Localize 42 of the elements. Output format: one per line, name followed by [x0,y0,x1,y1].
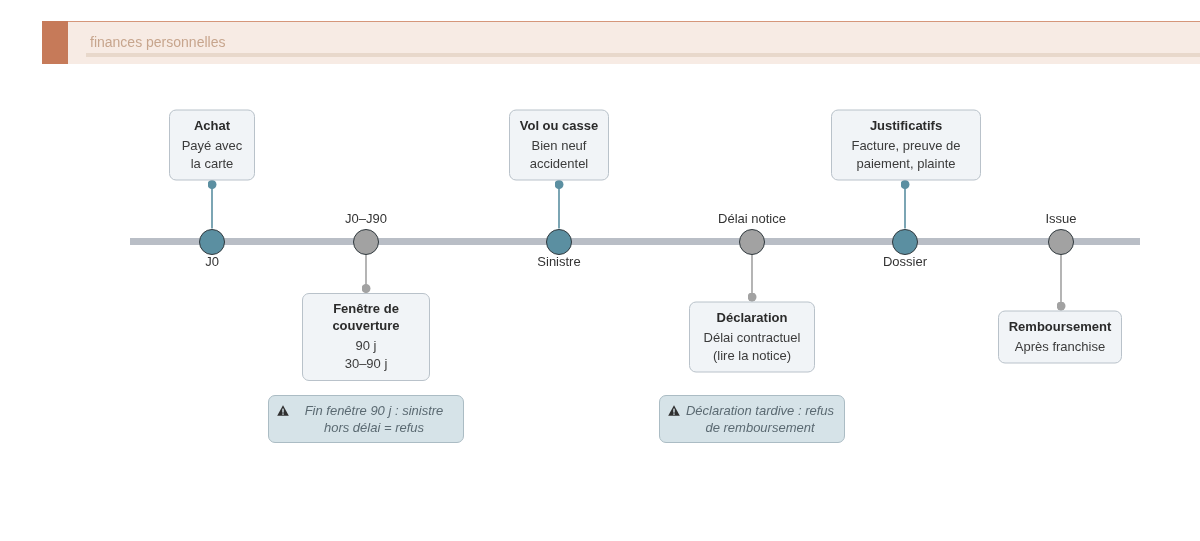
card-text: 90 j [355,337,377,355]
card-title: Achat [193,116,231,133]
event-card [509,109,609,180]
milestone-label: Dossier [882,253,928,269]
milestone-circle [353,228,379,255]
warning-note [268,394,464,443]
event-card [302,293,430,381]
card-text: Facture, preuve de paiement, plainte [850,136,962,172]
milestone-circle [739,228,765,255]
card-text: Payé avec la carte [180,136,244,172]
milestone-circle [546,228,572,255]
card-title: Fenêtre de couverture [331,300,401,334]
card-title: Remboursement [1008,317,1112,335]
milestone-label: Sinistre [537,253,581,269]
milestone-circle [892,228,918,255]
card-title: Justificatifs [869,116,943,133]
card-title: Déclaration [716,308,788,326]
card-text: Bien neuf accidentel [528,136,590,172]
tagline: finances personnelles [90,34,226,50]
card-text: 30–90 j [344,355,388,373]
connector-line [207,179,217,230]
event-card [689,301,815,373]
card-title: Vol ou casse [519,116,599,133]
event-card [831,109,981,180]
connector-line [361,253,371,294]
card-text: Délai contractuel (lire la notice) [702,328,802,365]
note-text: Déclaration tardive : refus de remboursement [684,401,836,436]
milestone-circle [199,228,225,255]
note-text: Fin fenêtre 90 j : sinistre hors délai = refus [303,401,445,436]
connector-line [900,179,910,230]
event-card [998,310,1122,364]
connector-line [1056,253,1066,312]
warning-note [659,394,845,443]
milestone-label: J0–J90 [345,210,387,226]
connector-line [747,253,757,303]
milestone-label: Issue [1045,210,1077,226]
milestone-label: J0 [205,253,219,269]
event-card [169,109,255,180]
milestone-label: Délai notice [718,210,786,226]
milestone-circle [1048,228,1074,255]
connector-line [554,179,564,230]
card-text: Après franchise [1014,337,1106,356]
